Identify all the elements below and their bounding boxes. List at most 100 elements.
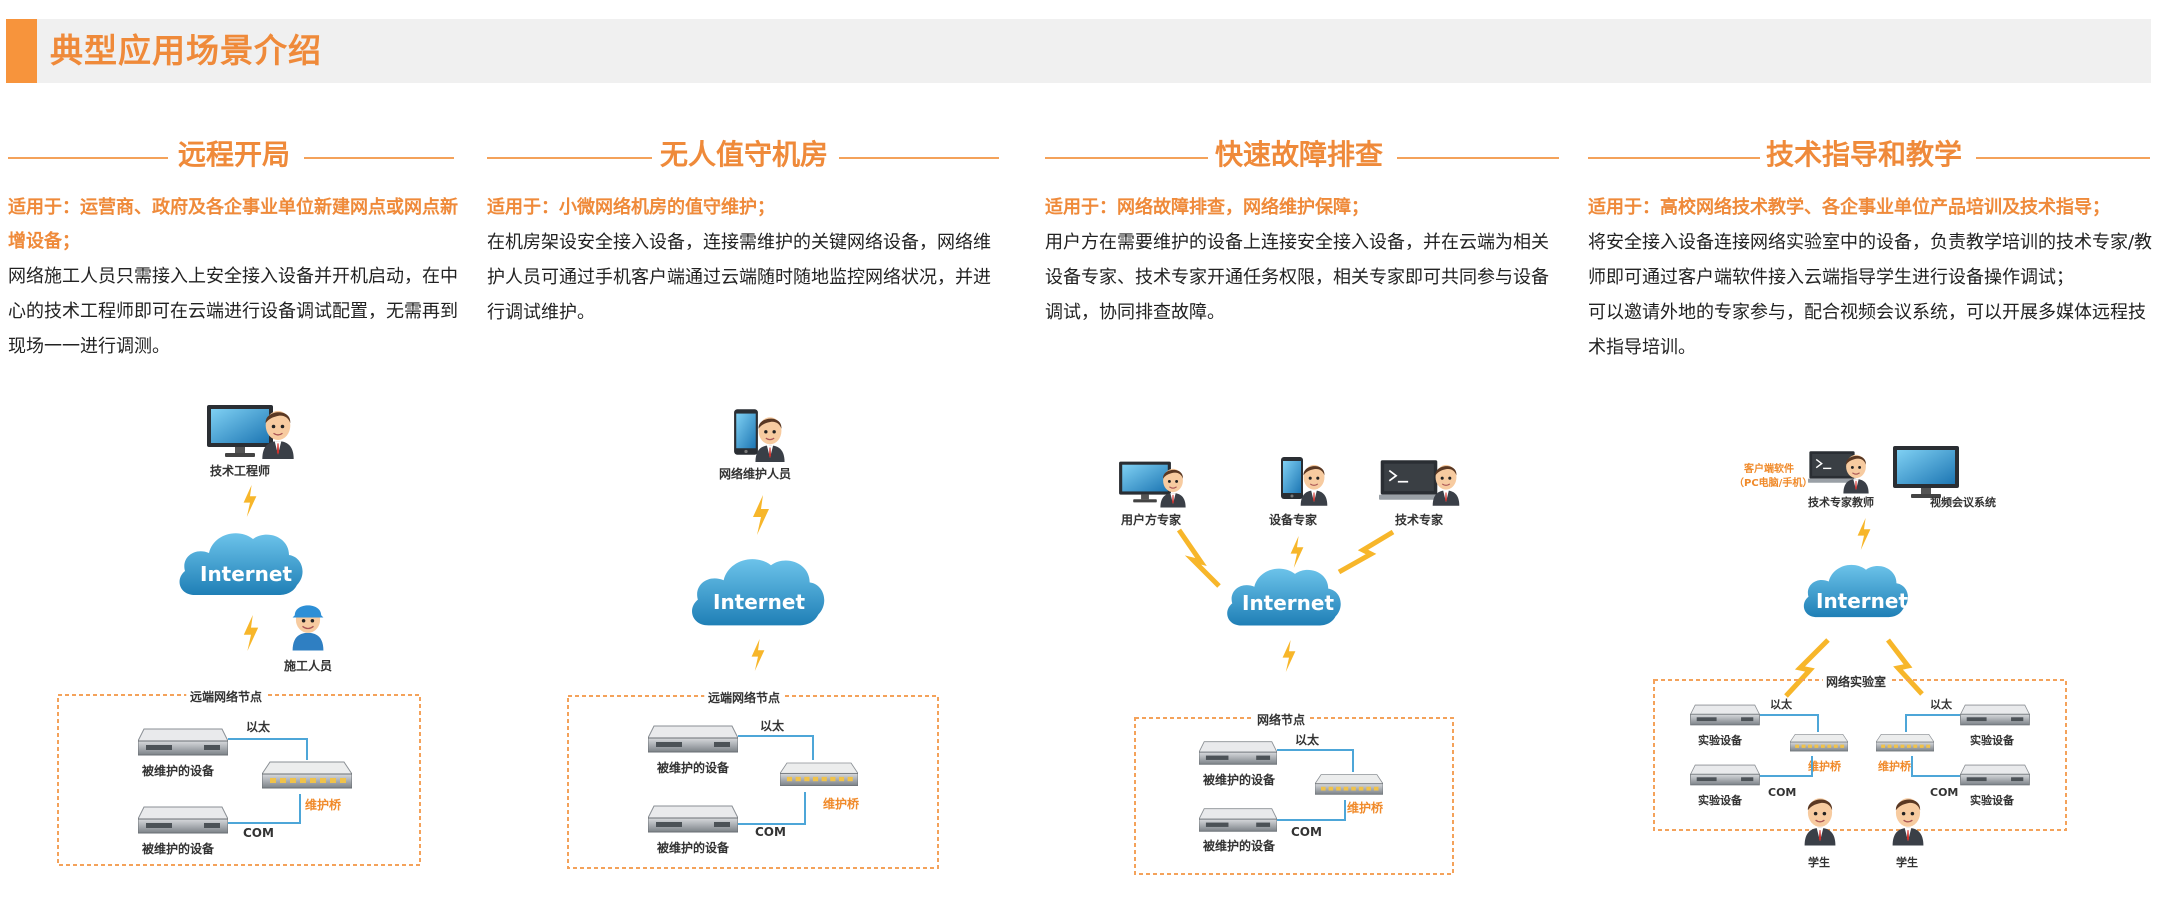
- scenario-teaching: 技术指导和教学 适用于：高校网络技术教学、各企事业单位产品培训及技术指导； 将安…: [1588, 135, 2158, 365]
- com-link: [738, 792, 806, 825]
- page-title: 典型应用场景介绍: [50, 31, 322, 70]
- link2-label: COM: [1291, 825, 1322, 839]
- title-line-left: [487, 157, 652, 159]
- device1-label: 被维护的设备: [142, 763, 215, 778]
- scenario-title: 技术指导和教学: [1766, 138, 1963, 171]
- top-label: 技术工程师: [210, 463, 270, 478]
- header-accent-block: [6, 19, 37, 83]
- user-label: 用户方专家: [1120, 512, 1182, 527]
- bridge-icon: [1876, 733, 1934, 752]
- bridge-label: 维护桥: [823, 796, 860, 811]
- ethernet-link: [1277, 749, 1354, 772]
- bolt-icon: [753, 495, 769, 535]
- worker-label: 施工人员: [284, 658, 332, 673]
- box-title: 远端网络节点: [708, 690, 780, 705]
- diagram-remote-setup: 技术工程师 Internet 施工人员 远端网络节点 被维护的设备 维护桥 以太…: [50, 395, 430, 875]
- bolt-icon: [1282, 640, 1296, 672]
- bridge-icon: [262, 761, 352, 789]
- bridge-label: 维护桥: [1808, 759, 1842, 773]
- terminal-icon: [1379, 459, 1439, 501]
- maintained-device-icon: [138, 806, 228, 834]
- link2-label: COM: [243, 826, 274, 840]
- box-title: 网络节点: [1257, 712, 1305, 727]
- lab-device-icon: [1690, 704, 1760, 726]
- device2-label: 被维护的设备: [1203, 838, 1276, 853]
- lab-device-label: 实验设备: [1970, 733, 2015, 747]
- lab-device-label: 实验设备: [1698, 733, 1743, 747]
- scenario-remote-setup: 远程开局 适用于：运营商、政府及各企事业单位新建网点或网点新增设备； 网络施工人…: [8, 135, 458, 364]
- title-line-right: [304, 157, 454, 159]
- cloud-label: Internet: [713, 590, 805, 614]
- lab-device-icon: [1960, 764, 2030, 786]
- scenario-title: 远程开局: [178, 138, 291, 171]
- video-label: 视频会议系统: [1930, 495, 1996, 509]
- phone-icon: [1281, 457, 1303, 499]
- com-link: [228, 794, 301, 824]
- top-label: 网络维护人员: [719, 466, 791, 481]
- scenario-fault-troubleshoot: 快速故障排查 适用于：网络故障排查，网络维护保障； 用户方在需要维护的设备上连接…: [1045, 135, 1565, 330]
- scenario-description: 在机房架设安全接入设备，连接需维护的关键网络设备，网络维护人员可通过手机客户端通…: [487, 232, 991, 323]
- diagram-fault-troubleshoot: 用户方专家 设备专家 技术专家 Internet 网络节点 被维护的设备 维护桥…: [1115, 450, 1475, 890]
- title-line-right: [839, 157, 999, 159]
- com-link: [1760, 756, 1813, 777]
- bridge-label: 维护桥: [305, 797, 342, 812]
- title-line-right: [1397, 157, 1559, 159]
- link1-label: 以太: [1295, 732, 1320, 747]
- lab-device-label: 实验设备: [1970, 793, 2015, 807]
- remote-node-box: [57, 694, 421, 866]
- device1-label: 被维护的设备: [657, 760, 730, 775]
- device2-label: 被维护的设备: [142, 841, 215, 856]
- scenario-description: 网络施工人员只需接入上安全接入设备并开机启动，在中心的技术工程师即可在云端进行设…: [8, 266, 458, 357]
- cloud-label: Internet: [1242, 591, 1334, 615]
- worker-icon: [291, 604, 325, 651]
- bolt-icon: [1784, 638, 1830, 698]
- lab-device-label: 实验设备: [1698, 793, 1743, 807]
- scenario-description: 用户方在需要维护的设备上连接安全接入设备，并在云端为相关设备专家、技术专家开通任…: [1045, 232, 1549, 323]
- link1-label: 以太: [1930, 697, 1953, 711]
- teacher-label: 技术专家教师: [1808, 495, 1874, 509]
- ethernet-link: [1905, 714, 1960, 732]
- com-link: [1911, 756, 1960, 777]
- lab-device-icon: [1960, 704, 2030, 726]
- cloud-label: Internet: [1816, 589, 1908, 613]
- student-label: 学生: [1896, 855, 1918, 869]
- student-icon: [1891, 797, 1925, 846]
- ethernet-link: [228, 738, 308, 760]
- monitor-icon: [1119, 461, 1171, 503]
- ethernet-link: [738, 735, 814, 760]
- bridge-icon: [780, 762, 858, 787]
- network-node-box: [1134, 717, 1454, 875]
- maintained-device-icon: [1199, 741, 1277, 765]
- lab-box: [1653, 679, 2067, 831]
- maintainer-icon: [754, 416, 786, 462]
- title-line-right: [1976, 157, 2150, 159]
- box-title: 网络实验室: [1826, 674, 1886, 689]
- scenario-applies: 适用于：网络故障排查，网络维护保障；: [1045, 197, 1369, 218]
- scenario-applies: 适用于：小微网络机房的值守维护；: [487, 197, 775, 218]
- client-label: 客户端软件: [1743, 462, 1794, 475]
- box-title: 远端网络节点: [190, 689, 262, 704]
- scenario-applies: 适用于：运营商、政府及各企事业单位新建网点或网点新增设备；: [8, 197, 458, 252]
- student-icon: [1803, 797, 1837, 846]
- link1-label: 以太: [760, 718, 785, 733]
- link1-label: 以太: [246, 719, 271, 734]
- scenario-title: 无人值守机房: [660, 138, 829, 171]
- client-sub-label: （PC电脑/手机）: [1734, 476, 1812, 489]
- maintained-device-icon: [138, 728, 228, 756]
- device-expert-label: 设备专家: [1269, 512, 1318, 527]
- bolt-icon: [1886, 638, 1924, 696]
- scenario-description-2: 可以邀请外地的专家参与，配合视频会议系统，可以开展多媒体远程技术指导培训。: [1588, 302, 2146, 358]
- phone-icon: [734, 409, 758, 455]
- diagram-teaching: 客户端软件 （PC电脑/手机） 技术专家教师 视频会议系统 Internet 网…: [1650, 440, 2090, 890]
- maintained-device-icon: [1199, 808, 1277, 832]
- maintained-device-icon: [648, 725, 738, 753]
- ethernet-link: [1760, 714, 1819, 732]
- scenario-description: 将安全接入设备连接网络实验室中的设备，负责教学培训的技术专家/教师即可通过客户端…: [1588, 232, 2153, 288]
- bolt-icon: [1176, 528, 1221, 588]
- header-bar: [6, 19, 2151, 83]
- bolt-icon: [243, 615, 259, 651]
- bolt-icon: [1290, 536, 1304, 568]
- maintained-device-icon: [648, 805, 738, 833]
- link2-label: COM: [1930, 786, 1958, 799]
- remote-node-box: [567, 695, 939, 869]
